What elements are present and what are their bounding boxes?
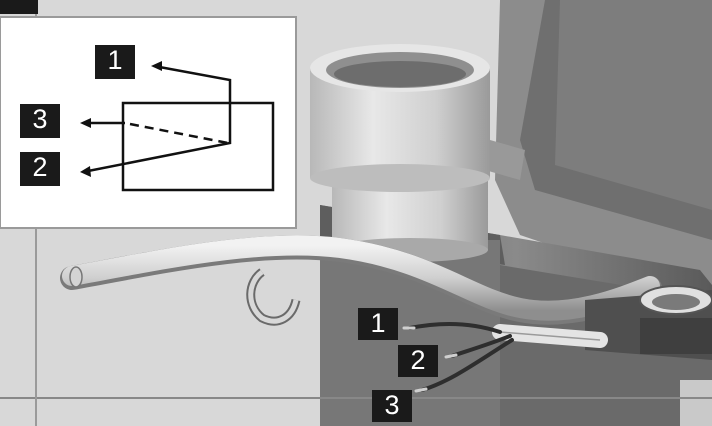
inset-label-2: 2 bbox=[20, 152, 60, 186]
corner-tab bbox=[0, 0, 38, 14]
photo-label-3: 3 bbox=[372, 390, 412, 422]
wires bbox=[402, 321, 514, 393]
inset-label-3: 3 bbox=[20, 104, 60, 138]
inset-device-outline bbox=[121, 101, 275, 192]
inset-label-1: 1 bbox=[95, 45, 135, 79]
cable bbox=[62, 235, 660, 321]
inset-dashed-path bbox=[129, 122, 229, 145]
device-panel bbox=[485, 0, 712, 300]
cable-connector bbox=[585, 285, 712, 360]
inset-wire-path bbox=[82, 64, 232, 174]
cup-holder bbox=[310, 44, 490, 262]
photo-label-1: 1 bbox=[358, 308, 398, 340]
photo-label-2: 2 bbox=[398, 345, 438, 377]
